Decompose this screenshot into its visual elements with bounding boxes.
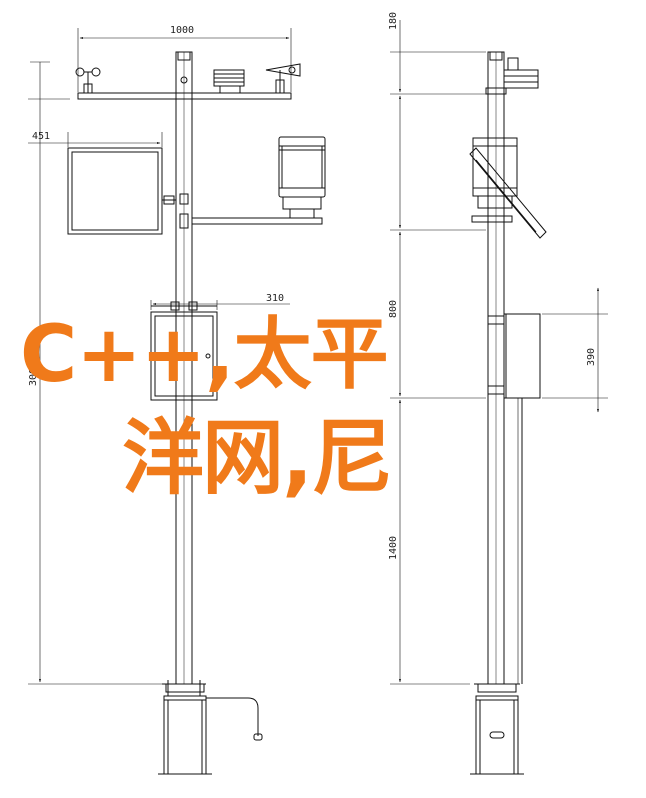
- radiation-sensor: [213, 69, 245, 94]
- overlay-text-line2: 洋网,尼: [122, 411, 393, 506]
- top-crossarm: [77, 92, 292, 100]
- instrument-shelter: [278, 136, 326, 218]
- middle-crossarm: [191, 217, 323, 225]
- dim-top-width: 1000: [170, 25, 194, 36]
- dim-box-width: 310: [266, 293, 284, 304]
- dim-side-top: 180: [388, 12, 399, 30]
- side-view: [390, 20, 608, 775]
- front-view: [28, 28, 326, 775]
- solar-panel: [67, 147, 163, 235]
- foundation-base: [158, 680, 212, 775]
- overlay-text-line1: C++,太平: [20, 310, 389, 400]
- dim-side-lower: 1400: [388, 536, 399, 560]
- ground-wire: [206, 697, 259, 736]
- dim-box-height: 390: [586, 348, 597, 366]
- wind-vane-right: [265, 63, 301, 94]
- solar-panel-side: [469, 147, 547, 239]
- wind-sensor-left: [75, 67, 101, 94]
- dim-panel-width: 451: [32, 131, 50, 142]
- control-box: [150, 301, 218, 401]
- dim-total-height: 3000: [28, 362, 39, 386]
- control-box-side: [503, 313, 541, 399]
- dim-side-upper: 800: [388, 300, 399, 318]
